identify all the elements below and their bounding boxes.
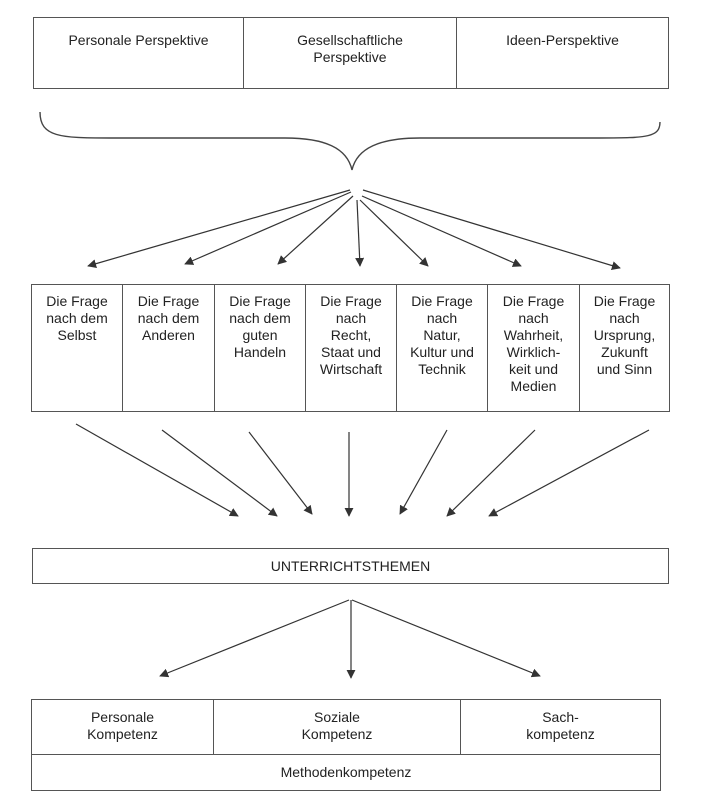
question-others-line-2: nach dem <box>137 310 200 326</box>
question-law-state-economy: Die Frage nach Recht, Staat und Wirtscha… <box>305 285 396 411</box>
question-self: Die Frage nach dem Selbst <box>32 285 122 411</box>
question-good-action-line-1: Die Frage <box>229 293 291 309</box>
perspective-ideas-line-1: Ideen-Perspektive <box>506 32 619 48</box>
question-nature-line-5: Technik <box>418 361 466 377</box>
perspective-social-line-1: Gesellschaftliche <box>297 32 403 48</box>
question-nature-culture-technology: Die Frage nach Natur, Kultur und Technik <box>396 285 487 411</box>
arrow-to-question-self <box>87 189 351 269</box>
question-origin-line-4: Zukunft <box>601 344 648 360</box>
arrow-to-question-truth <box>361 195 522 267</box>
competence-subject-line-1: Sach- <box>542 709 579 725</box>
question-others-line-1: Die Frage <box>137 293 200 309</box>
perspective-personal: Personale Perspektive <box>34 18 243 88</box>
arrow-to-question-others <box>184 191 352 265</box>
question-good-action-line-4: Handeln <box>233 344 287 360</box>
arrow-to-question-origin <box>362 189 621 270</box>
question-origin-line-1: Die Frage <box>593 293 656 309</box>
question-good-action-line-3: guten <box>242 327 278 343</box>
question-law-line-5: Wirtschaft <box>319 361 383 377</box>
perspective-social: Gesellschaftliche Perspektive <box>243 18 456 88</box>
question-nature-line-3: Natur, <box>423 327 461 343</box>
question-nature-line-2: nach <box>426 310 458 326</box>
arrow-to-question-law <box>355 199 365 267</box>
competence-personal-line-1: Personale <box>90 709 155 725</box>
question-self-line-3: Selbst <box>57 327 97 343</box>
question-origin-future-meaning: Die Frage nach Ursprung, Zukunft und Sin… <box>579 285 669 411</box>
perspective-ideas: Ideen-Perspektive <box>456 18 668 88</box>
competence-social-line-1: Soziale <box>314 709 360 725</box>
competence-subject: Sach- kompetenz <box>460 700 660 754</box>
arrow-to-competence-personal <box>159 599 350 678</box>
competence-social: Soziale Kompetenz <box>213 700 460 754</box>
question-truth-reality-media: Die Frage nach Wahrheit, Wirklich- keit … <box>487 285 579 411</box>
perspective-social-line-2: Perspektive <box>313 49 387 65</box>
question-origin-line-5: und Sinn <box>596 361 653 377</box>
question-truth-line-3: Wahrheit, <box>503 327 564 343</box>
question-others-line-3: Anderen <box>142 327 195 343</box>
arrow-to-question-nature <box>359 199 429 267</box>
question-self-line-1: Die Frage <box>46 293 108 309</box>
question-self-line-2: nach dem <box>46 310 108 326</box>
question-law-line-2: nach <box>335 310 367 326</box>
question-nature-line-4: Kultur und <box>410 344 474 360</box>
question-law-line-3: Recht, <box>330 327 372 343</box>
question-nature-line-1: Die Frage <box>411 293 473 309</box>
question-others: Die Frage nach dem Anderen <box>122 285 214 411</box>
competence-subject-line-2: kompetenz <box>526 726 595 742</box>
question-law-line-1: Die Frage <box>320 293 382 309</box>
competences-box: Personale Kompetenz Soziale Kompetenz Sa… <box>31 699 661 755</box>
question-origin-line-2: nach <box>609 310 640 326</box>
arrow-from-question-self <box>75 423 239 517</box>
arrow-from-question-others <box>161 429 278 517</box>
topics-label: UNTERRICHTSTHEMEN <box>270 558 431 574</box>
question-truth-line-6: Medien <box>510 378 557 394</box>
questions-box: Die Frage nach dem Selbst Die Frage nach… <box>31 284 670 412</box>
perspective-personal-line-1: Personale Perspektive <box>68 32 209 48</box>
competence-personal-line-2: Kompetenz <box>87 726 158 742</box>
method-box: Methodenkompetenz <box>31 754 661 791</box>
topics-box: UNTERRICHTSTHEMEN <box>32 548 669 584</box>
question-good-action: Die Frage nach dem guten Handeln <box>214 285 305 411</box>
question-good-action-line-2: nach dem <box>229 310 291 326</box>
question-truth-line-2: nach <box>518 310 549 326</box>
question-truth-line-1: Die Frage <box>502 293 565 309</box>
competence-social-line-2: Kompetenz <box>301 726 373 742</box>
question-truth-line-4: Wirklich- <box>506 344 561 360</box>
question-origin-line-3: Ursprung, <box>593 327 656 343</box>
arrow-from-question-origin <box>488 429 650 517</box>
arrow-from-question-truth <box>446 429 536 517</box>
method-label: Methodenkompetenz <box>280 764 412 780</box>
arrow-to-competence-subject <box>351 599 541 678</box>
arrow-to-question-good-action <box>277 195 354 265</box>
arrow-from-question-nature <box>399 429 448 515</box>
question-law-line-4: Staat und <box>321 344 381 360</box>
arrow-from-question-good-action <box>248 431 313 515</box>
question-truth-line-5: keit und <box>508 361 559 377</box>
perspectives-box: Personale Perspektive Gesellschaftliche … <box>33 17 669 89</box>
curly-brace <box>39 111 661 171</box>
competence-personal: Personale Kompetenz <box>32 700 213 754</box>
